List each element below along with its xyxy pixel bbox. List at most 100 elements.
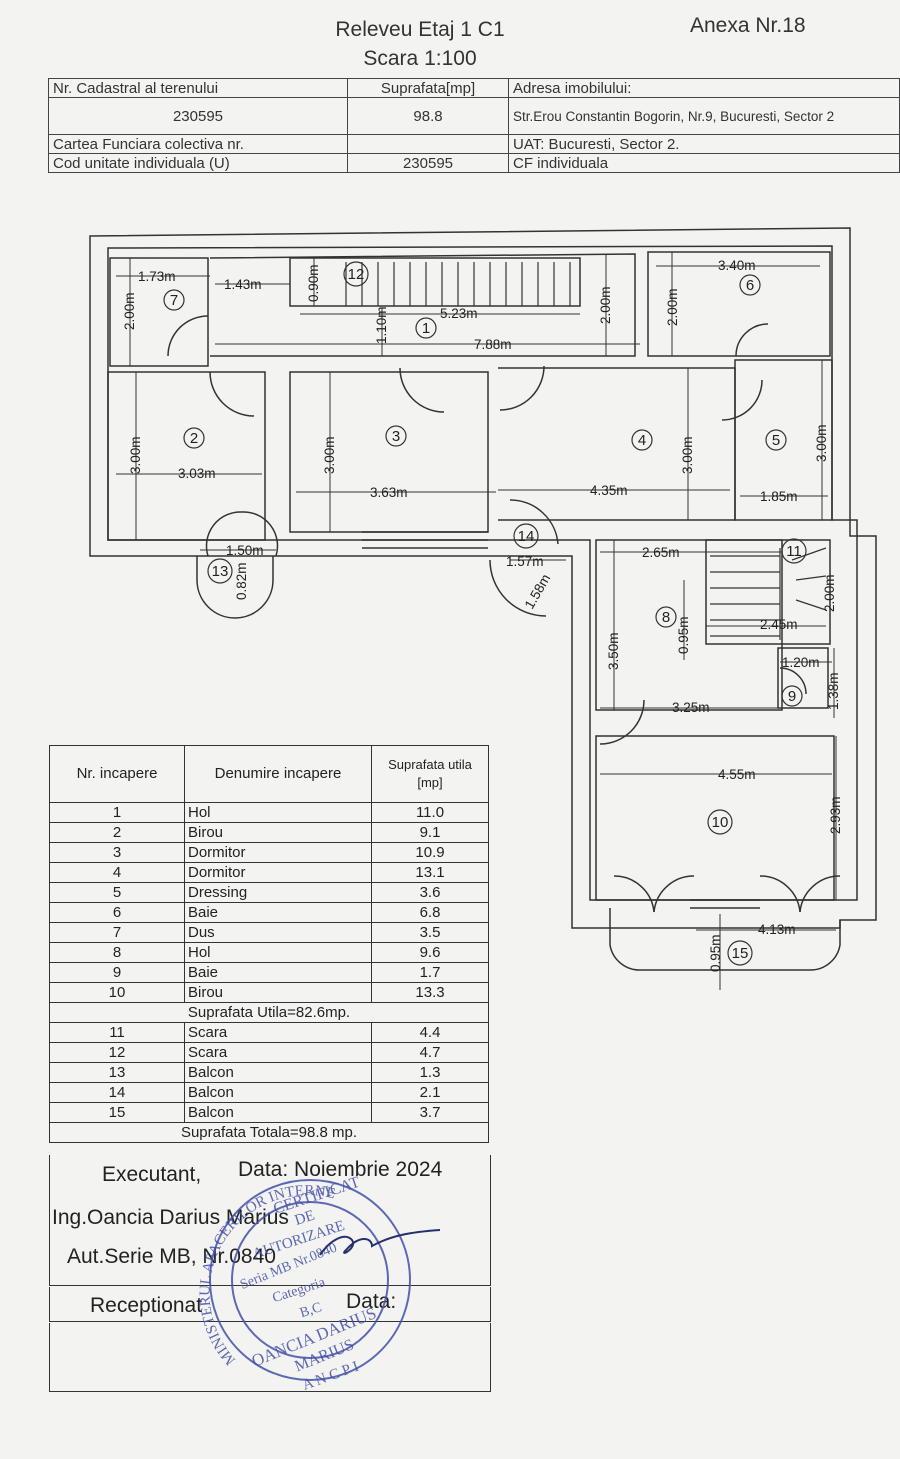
dim-label: 1.73m xyxy=(138,269,176,284)
cf-individual: CF individuala xyxy=(508,153,900,173)
dim-label: 1.43m xyxy=(224,277,262,292)
stamp-line: DE xyxy=(293,1207,317,1228)
unit-value: 230595 xyxy=(347,153,509,173)
dim-label: 3.03m xyxy=(178,466,216,481)
room-9-wall xyxy=(777,647,829,709)
room-number: 1 xyxy=(422,320,430,337)
dimension-lines xyxy=(116,252,837,990)
dim-label: 4.35m xyxy=(590,483,628,498)
door-arc xyxy=(735,323,769,357)
dim-label: 3.50m xyxy=(606,632,621,670)
dim-label: 1.57m xyxy=(506,554,544,569)
dim-label: 5.23m xyxy=(440,306,478,321)
cadastral-label: Nr. Cadastral al terenului xyxy=(48,78,348,98)
scale-label: Scara 1:100 xyxy=(363,47,477,70)
executant-box xyxy=(49,1155,491,1286)
door-arc xyxy=(653,875,695,913)
door-arc xyxy=(205,511,243,557)
door-arc xyxy=(721,379,763,421)
room-number: 5 xyxy=(772,432,780,449)
room-number: 11 xyxy=(786,543,802,560)
unit-label: Cod unitate individuala (U) xyxy=(48,153,348,173)
dim-label: 1.10m xyxy=(374,306,389,344)
balcony-15 xyxy=(609,908,841,971)
dim-label: 4.13m xyxy=(758,922,796,937)
dim-label: 2.00m xyxy=(122,292,137,330)
room-8-wall xyxy=(595,539,783,711)
room-5-wall xyxy=(734,359,833,521)
signature-scribble xyxy=(319,1229,441,1256)
total-row: Suprafata Totala=98.8 mp. xyxy=(49,1122,489,1143)
room-number: 10 xyxy=(712,814,729,831)
dim-label: 2.00m xyxy=(665,288,680,326)
door-arc xyxy=(799,875,841,913)
window xyxy=(690,899,760,909)
cadastral-value: 230595 xyxy=(48,97,348,135)
dim-label: 0.95m xyxy=(676,616,691,654)
room-2-wall xyxy=(107,371,266,541)
room-number: 12 xyxy=(348,266,365,283)
room-number: 2 xyxy=(190,430,198,447)
dim-label: 4.55m xyxy=(718,767,756,782)
stair-11-treads xyxy=(710,547,827,640)
property-info-table: Nr. Cadastral al terenului Suprafata[mp]… xyxy=(48,78,900,173)
dim-label: 1.20m xyxy=(782,655,820,670)
dim-label: 2.93m xyxy=(828,796,843,834)
room-number: 8 xyxy=(662,609,670,626)
dim-label: 1.38m xyxy=(826,672,841,710)
address-value: Str.Erou Constantin Bogorin, Nr.9, Bucur… xyxy=(508,97,900,135)
room-number: 14 xyxy=(518,528,535,545)
room-number: 4 xyxy=(638,432,646,449)
dim-label: 2.00m xyxy=(598,286,613,324)
balcony-13 xyxy=(196,556,274,619)
door-arc xyxy=(499,365,545,411)
blank-box xyxy=(49,1323,491,1392)
dim-label: 1.85m xyxy=(760,489,798,504)
dim-label: 0.82m xyxy=(234,562,249,600)
stamp-line: B,C xyxy=(298,1300,324,1321)
dim-label: 3.00m xyxy=(128,436,143,474)
area-value: 98.8 xyxy=(347,97,509,135)
dim-label: 3.40m xyxy=(718,258,756,273)
door-arc xyxy=(209,371,255,417)
inner-outline xyxy=(107,245,858,901)
dim-label: 3.25m xyxy=(672,700,710,715)
dim-label: 2.00m xyxy=(822,574,837,612)
room-number: 9 xyxy=(788,688,796,705)
door-arc xyxy=(613,875,655,913)
head-nr: Nr. incapere xyxy=(49,745,185,803)
page-title: Releveu Etaj 1 C1 xyxy=(335,18,505,41)
subtotal-row: Suprafata Utila=82.6mp. xyxy=(49,1002,489,1023)
room-number: 3 xyxy=(392,428,400,445)
head-area: Suprafata utila [mp] xyxy=(371,745,489,803)
dim-label: 2.45m xyxy=(760,617,798,632)
dim-label: 3.63m xyxy=(370,485,408,500)
address-label: Adresa imobilului: xyxy=(508,78,900,98)
annex-label: Anexa Nr.18 xyxy=(690,14,806,37)
dim-label: 2.65m xyxy=(642,545,680,560)
dim-label: 0.90m xyxy=(306,264,321,302)
door-arc xyxy=(399,367,445,413)
door-arc xyxy=(489,559,547,617)
dim-label: 7.88m xyxy=(474,337,512,352)
executant-date: Data: Noiembrie 2024 xyxy=(238,1158,443,1181)
received-box xyxy=(49,1287,491,1322)
dim-label: 0.95m xyxy=(708,934,723,972)
room-1-wall xyxy=(209,253,636,357)
room-7-wall xyxy=(109,257,209,367)
door-arc xyxy=(509,499,559,545)
room-6-wall xyxy=(647,251,831,357)
room-number: 15 xyxy=(732,945,749,962)
dim-label: 3.00m xyxy=(814,424,829,462)
authorization-number: Aut.Serie MB, Nr.0840 xyxy=(67,1245,276,1268)
dim-label: 3.00m xyxy=(680,436,695,474)
